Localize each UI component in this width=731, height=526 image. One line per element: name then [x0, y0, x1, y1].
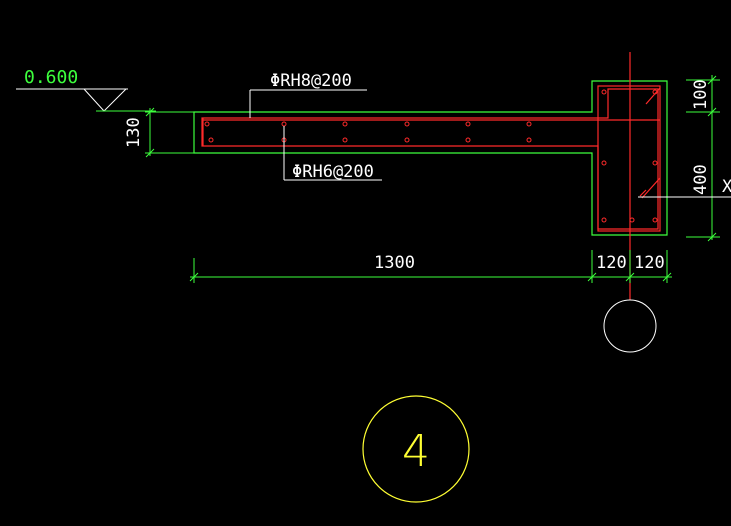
edge-cut-label: X	[722, 177, 731, 197]
edge-cut-line: X	[638, 177, 731, 198]
beam-width-left-label: 120	[596, 253, 627, 273]
section-number-marker: 4	[362, 395, 470, 503]
horizontal-dimensions	[189, 250, 672, 283]
concrete-outline	[193, 80, 668, 236]
slab-thickness-dimension: 130	[124, 107, 196, 158]
elevation-label: 0.600	[24, 67, 78, 88]
slab-thickness-label: 130	[124, 117, 144, 148]
top-rebar-label: ΦRH8@200	[270, 71, 352, 91]
elevation-marker: 0.600	[16, 67, 156, 112]
top-rebar-leader: ΦRH8@200	[249, 71, 367, 118]
bottom-rebar-label: ΦRH6@200	[292, 162, 374, 182]
rebar-cage	[201, 52, 661, 300]
slab-length-label: 1300	[374, 253, 415, 273]
rebar-dots	[204, 89, 658, 223]
bottom-rebar-leader: ΦRH6@200	[283, 126, 382, 182]
grid-axis-bubble	[603, 299, 657, 353]
beam-width-right-label: 120	[634, 253, 665, 273]
beam-lower-label: 400	[691, 164, 711, 195]
section-number-label: 4	[402, 426, 430, 477]
vertical-dimensions	[686, 75, 720, 242]
beam-upper-label: 100	[691, 79, 711, 110]
